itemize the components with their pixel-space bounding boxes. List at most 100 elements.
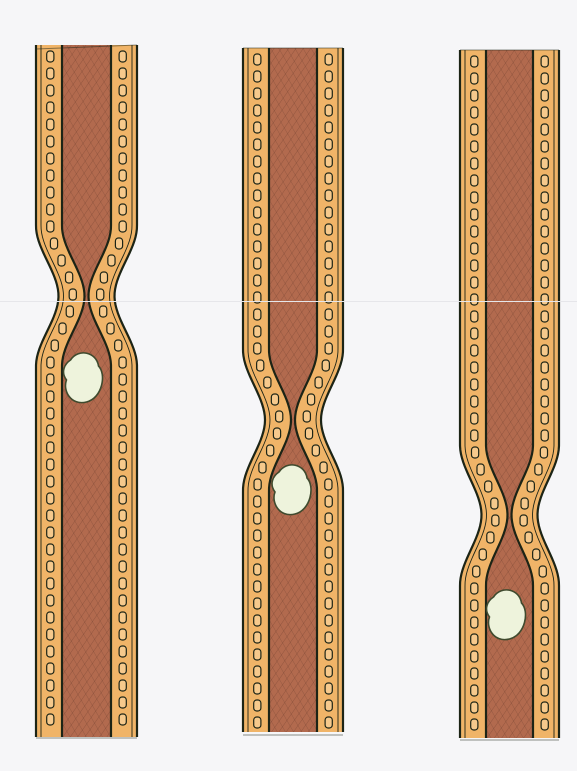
wall-cell	[325, 547, 332, 558]
wall-cell	[47, 153, 54, 164]
wall-cell	[254, 71, 261, 82]
wall-cell	[471, 668, 478, 679]
wall-cell	[254, 224, 261, 235]
wall-cell	[119, 170, 126, 181]
wall-cell	[47, 102, 54, 113]
wall-cell	[541, 294, 548, 305]
wall-cell	[303, 411, 310, 422]
wall-cell	[471, 583, 478, 594]
wall-cell	[541, 328, 548, 339]
wall-cell	[541, 260, 548, 271]
wall-cell	[119, 204, 126, 215]
wall-cell	[119, 119, 126, 130]
wall-cell	[471, 685, 478, 696]
wall-cell	[47, 136, 54, 147]
wall-cell	[254, 258, 261, 269]
wall-cell	[47, 170, 54, 181]
wall-cell	[322, 360, 329, 371]
wall-cell	[254, 649, 261, 660]
wall-cell	[47, 119, 54, 130]
wall-cell	[115, 238, 122, 249]
wall-cell	[47, 646, 54, 657]
wall-cell	[325, 88, 332, 99]
wall-cell	[119, 714, 126, 725]
wall-cell	[325, 513, 332, 524]
wall-cell	[254, 547, 261, 558]
bolus-shape	[272, 465, 311, 515]
wall-cell	[47, 425, 54, 436]
wall-cell	[47, 561, 54, 572]
wall-cell	[325, 275, 332, 286]
wall-cell	[119, 476, 126, 487]
wall-cell	[47, 527, 54, 538]
wall-cell	[47, 459, 54, 470]
wall-cell	[254, 666, 261, 677]
wall-cell	[325, 207, 332, 218]
wall-cell	[254, 275, 261, 286]
wall-cell	[119, 153, 126, 164]
wall-cell	[541, 90, 548, 101]
wall-cell	[119, 527, 126, 538]
wall-cell	[325, 156, 332, 167]
wall-cell	[541, 430, 548, 441]
wall-cell	[325, 190, 332, 201]
wall-cell	[325, 717, 332, 728]
wall-cell	[47, 697, 54, 708]
wall-cell	[259, 462, 266, 473]
wall-cell	[471, 141, 478, 152]
wall-cell	[325, 530, 332, 541]
wall-cell	[325, 105, 332, 116]
wall-cell	[471, 413, 478, 424]
wall-cell	[254, 207, 261, 218]
wall-cell	[312, 445, 319, 456]
wall-cell	[471, 311, 478, 322]
wall-cell	[264, 377, 271, 388]
wall-cell	[254, 241, 261, 252]
wall-cell	[254, 122, 261, 133]
wall-cell	[254, 513, 261, 524]
wall-cell	[541, 158, 548, 169]
wall-cell	[541, 226, 548, 237]
wall-cell	[325, 224, 332, 235]
wall-cell	[271, 394, 278, 405]
wall-cell	[47, 51, 54, 62]
wall-cell	[541, 243, 548, 254]
wall-cell	[325, 700, 332, 711]
wall-cell	[119, 374, 126, 385]
wall-cell	[541, 209, 548, 220]
wall-cell	[471, 651, 478, 662]
wall-cell	[541, 668, 548, 679]
wall-cell	[325, 666, 332, 677]
wall-cell	[119, 663, 126, 674]
wall-cell	[541, 124, 548, 135]
wall-cell	[540, 447, 547, 458]
wall-cell	[541, 413, 548, 424]
wall-cell	[119, 680, 126, 691]
wall-cell	[541, 702, 548, 713]
wall-cell	[541, 617, 548, 628]
wall-cell	[325, 581, 332, 592]
wall-cell	[325, 598, 332, 609]
wall-cell	[307, 394, 314, 405]
wall-cell	[47, 357, 54, 368]
wall-cell	[119, 136, 126, 147]
wall-cell	[47, 85, 54, 96]
wall-cell	[477, 464, 484, 475]
wall-cell	[471, 56, 478, 67]
wall-cell	[254, 683, 261, 694]
wall-cell	[66, 306, 73, 317]
wall-cell	[541, 719, 548, 730]
wall-cell	[471, 702, 478, 713]
wall-cell	[107, 323, 114, 334]
wall-cell	[541, 56, 548, 67]
wall-cell	[541, 345, 548, 356]
wall-cell	[541, 583, 548, 594]
wall-cell	[115, 340, 122, 351]
wall-cell	[471, 73, 478, 84]
wall-cell	[325, 496, 332, 507]
wall-cell	[471, 209, 478, 220]
wall-cell	[254, 190, 261, 201]
wall-cell	[325, 71, 332, 82]
wall-cell	[325, 683, 332, 694]
